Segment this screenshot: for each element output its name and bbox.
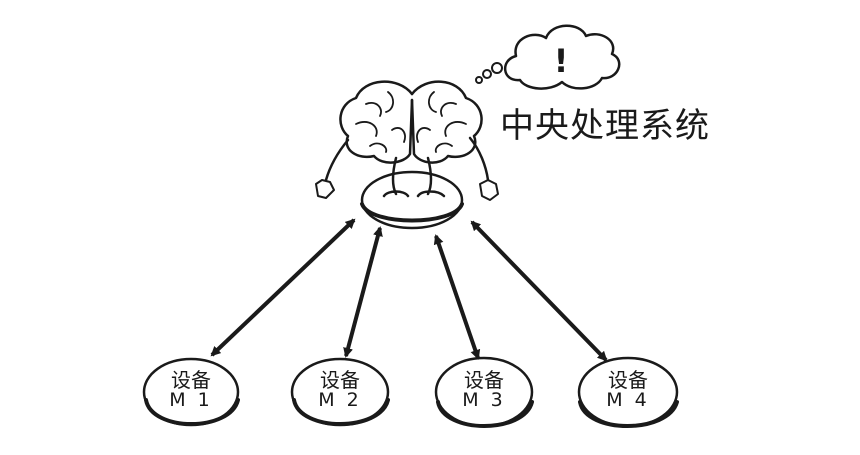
device-label-text: 设备 [171,368,211,392]
device-id: M 4 [606,389,650,411]
device-node-m3 [434,356,534,428]
brain-icon [315,80,499,230]
arrow-to-device-m3 [433,234,481,360]
thought-bubble-icon: ! [475,24,621,90]
device-id: M 3 [462,389,506,411]
arrow-to-device-m2 [343,226,383,358]
arrow-to-device-m1 [210,218,356,357]
arrow-to-device-m4 [470,220,608,362]
device-node-m1 [142,357,240,427]
device-label-m3: 设备 M 3 [439,370,529,411]
device-label-m2: 设备 M 2 [295,370,385,411]
device-id: M 2 [318,389,362,411]
device-id: M 1 [169,389,213,411]
device-label-m1: 设备 M 1 [146,370,236,411]
device-node-m4 [577,356,679,428]
device-label-text: 设备 [608,368,648,392]
device-label-m4: 设备 M 4 [583,370,673,411]
device-node-m2 [290,357,390,427]
central-system-title: 中央处理系统 [500,106,710,146]
thought-exclamation: ! [554,42,569,80]
device-label-text: 设备 [320,368,360,392]
device-label-text: 设备 [464,368,504,392]
